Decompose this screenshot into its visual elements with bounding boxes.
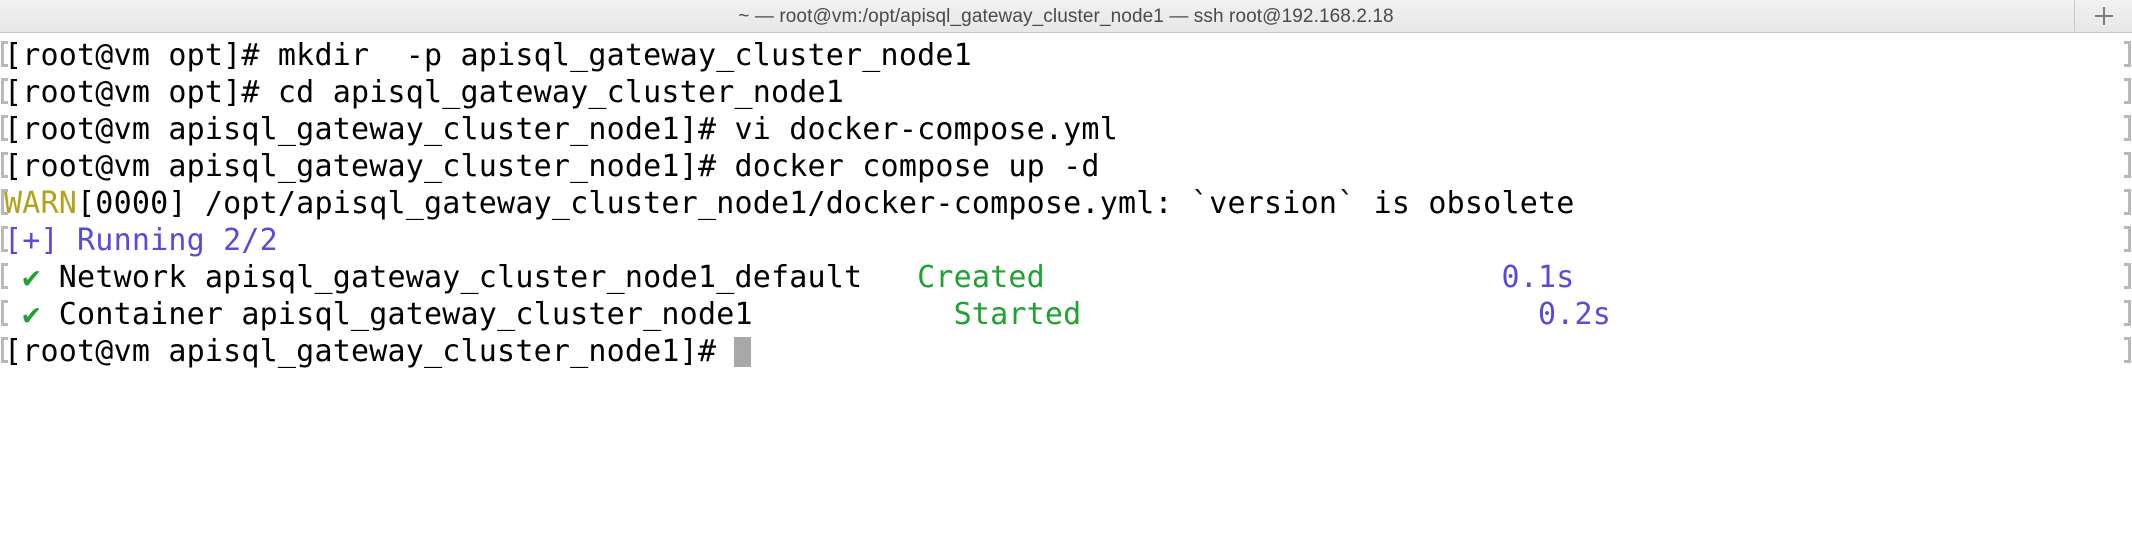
line-network-created: ✔ Network apisql_gateway_cluster_node1_d… <box>0 259 2132 296</box>
line-prompt-seg-0: [root@vm apisql_gateway_cluster_node1]# <box>4 334 735 369</box>
line-running-seg-0: [+] Running 2/2 <box>4 223 278 258</box>
line-vi-seg-0: [root@vm apisql_gateway_cluster_node1]# … <box>4 112 1118 147</box>
line-network-created-seg-4 <box>1045 260 1502 295</box>
plus-icon <box>2094 6 2113 25</box>
line-cd: [root@vm opt]# cd apisql_gateway_cluster… <box>0 74 2132 111</box>
line-network-created-seg-0 <box>4 260 22 295</box>
line-compose-up-seg-0: [root@vm apisql_gateway_cluster_node1]# … <box>4 149 1100 184</box>
line-network-created-seg-1: ✔ <box>22 260 41 295</box>
terminal-output[interactable]: [root@vm opt]# mkdir -p apisql_gateway_c… <box>0 33 2132 550</box>
line-network-created-seg-5: 0.1s <box>1501 260 1575 295</box>
new-tab-button[interactable] <box>2074 0 2132 31</box>
line-container-started-seg-0 <box>4 297 22 332</box>
line-cd-seg-0: [root@vm opt]# cd apisql_gateway_cluster… <box>4 75 845 110</box>
line-network-created-seg-3: Created <box>917 260 1045 295</box>
window-titlebar[interactable]: ~ — root@vm:/opt/apisql_gateway_cluster_… <box>0 0 2132 33</box>
line-compose-up: [root@vm apisql_gateway_cluster_node1]# … <box>0 148 2132 185</box>
line-warn-seg-0: WARN <box>4 186 78 221</box>
line-container-started-seg-5: 0.2s <box>1538 297 1612 332</box>
line-mkdir-seg-0: [root@vm opt]# mkdir -p apisql_gateway_c… <box>4 38 972 73</box>
line-warn-seg-1: [0000] /opt/apisql_gateway_cluster_node1… <box>77 186 1575 221</box>
line-prompt: [root@vm apisql_gateway_cluster_node1]# <box>0 333 2132 370</box>
text-cursor <box>734 337 752 367</box>
line-container-started-seg-4 <box>1081 297 1538 332</box>
line-container-started-seg-3: Started <box>953 297 1082 332</box>
line-container-started: ✔ Container apisql_gateway_cluster_node1… <box>0 296 2132 333</box>
line-vi: [root@vm apisql_gateway_cluster_node1]# … <box>0 111 2132 148</box>
line-running: [+] Running 2/2 <box>0 222 2132 259</box>
line-network-created-seg-2: Network apisql_gateway_cluster_node1_def… <box>40 260 918 295</box>
line-mkdir: [root@vm opt]# mkdir -p apisql_gateway_c… <box>0 37 2132 74</box>
line-container-started-seg-1: ✔ <box>22 297 41 332</box>
line-container-started-seg-2: Container apisql_gateway_cluster_node1 <box>40 297 954 332</box>
line-warn: WARN[0000] /opt/apisql_gateway_cluster_n… <box>0 185 2132 222</box>
window-title: ~ — root@vm:/opt/apisql_gateway_cluster_… <box>738 6 1394 27</box>
